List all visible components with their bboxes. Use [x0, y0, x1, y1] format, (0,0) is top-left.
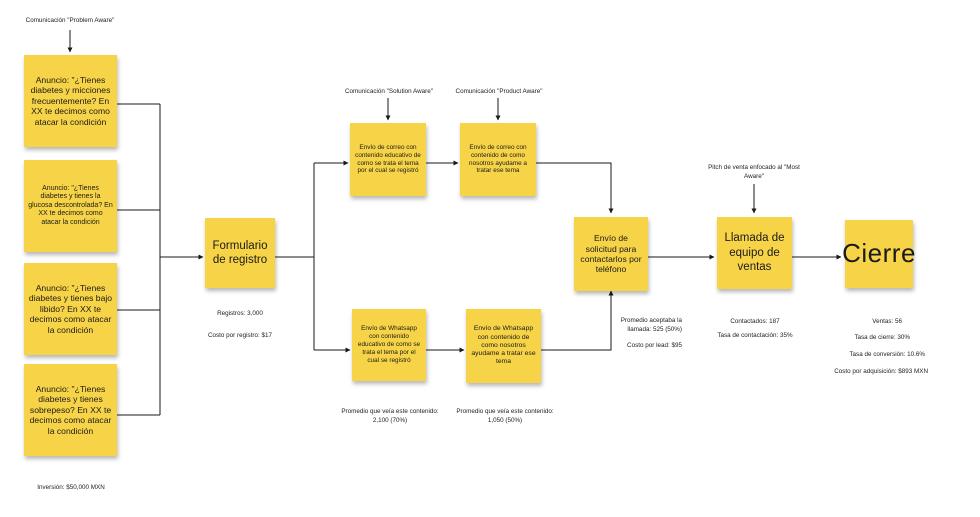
- product-aware-label: Comunicación "Product Aware": [455, 88, 543, 95]
- registros-label: Registros: 3,000: [217, 310, 263, 317]
- tasa-contactacion-label: Tasa de contactación: 35%: [717, 332, 793, 339]
- whatsapp-producto-note: Envío de Whatsapp con contenido de como …: [466, 309, 541, 383]
- costo-adquisicion-label: Costo por adquisición: $893 MXN: [834, 368, 928, 375]
- whatsapp-educativo-note: Envío de Whatsapp con contenido educativ…: [352, 309, 426, 381]
- problem-aware-label: Comunicación "Problem Aware": [25, 17, 115, 24]
- most-aware-label: Pitch de venta enfocado al "Most Aware": [708, 164, 800, 180]
- costo-registro-label: Costo por registro: $17: [207, 332, 273, 339]
- inversion-label: Inversión: $50,000 MXN: [37, 484, 105, 491]
- email-producto-note: Envío de correo con contenido de como no…: [460, 123, 536, 196]
- ventas-label: Ventas: 56: [872, 318, 902, 325]
- ad-note-sobrepeso: Anuncio: "¿Tienes diabetes y tienes sobr…: [24, 364, 117, 456]
- solicitud-note: Envío de solicitud para contactarlos por…: [574, 217, 648, 291]
- contactados-label: Contactados: 187: [730, 318, 780, 325]
- costo-lead-label: Costo por lead: $95: [627, 342, 682, 349]
- llamada-note: Llamada de equipo de ventas: [717, 217, 792, 289]
- tasa-cierre-label: Tasa de cierre: 30%: [854, 334, 910, 341]
- ad-note-glucosa: Anuncio: "¿Tienes diabetes y tienes la g…: [24, 160, 117, 252]
- aceptaba-llamada-label: Promedio aceptaba la llamada: 525 (50%): [620, 317, 682, 333]
- formulario-note: Formulario de registro: [205, 218, 275, 288]
- tasa-conversion-label: Tasa de conversión: 10.6%: [849, 351, 925, 358]
- email2-to-solicitud-arrow: [536, 162, 614, 214]
- email-educativo-note: Envío de correo con contenido educativo …: [350, 123, 426, 196]
- whatsapp-educativo-stat: Promedio que veía este contenido: 2,100 …: [341, 408, 439, 424]
- solution-aware-label: Comunicación "Solution Aware": [344, 88, 433, 95]
- cierre-note: Cierre: [842, 220, 915, 288]
- whatsapp-producto-stat: Promedio que veía este contenido: 1,050 …: [456, 408, 554, 424]
- ad-note-libido: Anuncio: "¿Tienes diabetes y tienes bajo…: [24, 263, 117, 355]
- ad-note-micciones: Anuncio: "¿Tienes diabetes y micciones f…: [24, 55, 117, 147]
